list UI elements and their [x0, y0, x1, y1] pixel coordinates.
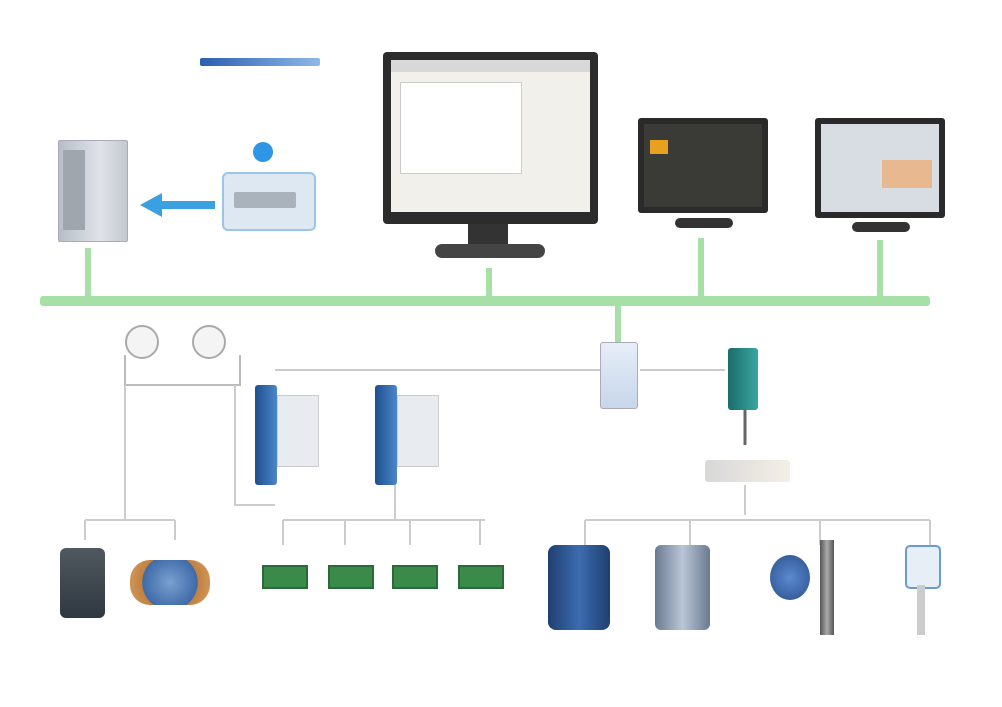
server-drop: [85, 248, 91, 298]
ethernet-bus: [40, 296, 930, 306]
valve-icon: [130, 560, 210, 605]
laptop-screen: [234, 192, 296, 208]
server-front-panel: [63, 150, 85, 230]
fieldbus-module-2-side: [397, 395, 439, 467]
io-card-3-icon: [392, 565, 438, 589]
flowmeter-1-icon: [548, 545, 610, 630]
monitor3-drop: [877, 240, 883, 298]
laptop-header-bar: [200, 58, 320, 66]
connector-dot-icon: [253, 142, 273, 162]
io-card-4-icon: [458, 565, 504, 589]
fieldbus-module-1-side: [277, 395, 319, 467]
monitor2-screen: [644, 124, 762, 207]
transmitter-icon: [60, 548, 105, 618]
main-monitor-toolbar: [391, 60, 590, 72]
ring-line: [124, 355, 241, 386]
main-monitor-base: [435, 244, 545, 258]
ring-node-1-icon: [125, 325, 159, 359]
arrow-head: [140, 193, 162, 217]
main-monitor-drop: [486, 268, 492, 298]
fieldbus-module-1-icon: [255, 385, 277, 485]
fieldbus-module-2-icon: [375, 385, 397, 485]
monitor3-stand: [852, 222, 910, 232]
gateway-drop: [615, 304, 621, 342]
io-card-2-icon: [328, 565, 374, 589]
monitor2-drop: [698, 238, 704, 298]
main-monitor-stand: [468, 224, 508, 246]
io-card-1-icon: [262, 565, 308, 589]
main-monitor-chart-area: [400, 82, 522, 174]
ring-node-2-icon: [192, 325, 226, 359]
mid-link: [234, 385, 275, 506]
right-drops: [584, 520, 931, 545]
flowmeter-2-icon: [655, 545, 710, 630]
level-sensor-probe: [917, 585, 925, 635]
monitor3-panel: [882, 160, 932, 188]
monitor2-stand: [675, 218, 733, 228]
teal-module-icon: [728, 348, 758, 410]
pipe-icon: [820, 540, 834, 635]
flowmeter-3-icon: [770, 555, 810, 600]
mid-drops: [282, 520, 481, 545]
gateway-icon: [600, 342, 638, 409]
terminal-block-icon: [705, 460, 790, 482]
monitor2-highlight: [650, 140, 668, 154]
level-sensor-icon: [905, 545, 941, 589]
